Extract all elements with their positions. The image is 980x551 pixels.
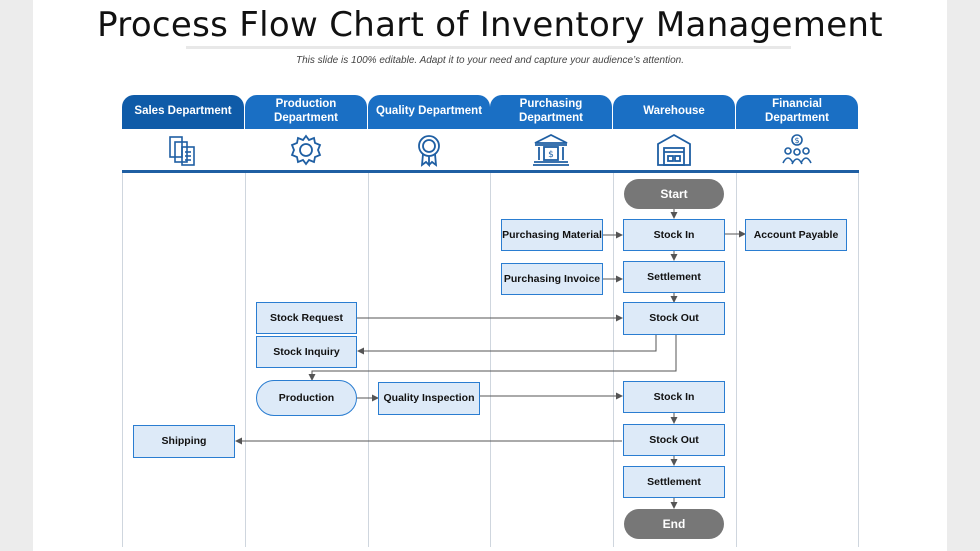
node-settlement: Settlement — [623, 261, 725, 293]
tab-financial-department: Financial Department — [736, 95, 858, 129]
node-stock-out: Stock Out — [623, 302, 725, 335]
node-purchasing-invoice: Purchasing Invoice — [501, 263, 603, 295]
node-purchasing-material: Purchasing Material — [501, 219, 603, 251]
money-team-icon: $ — [736, 130, 858, 170]
lane-divider — [858, 173, 859, 547]
award-badge-icon — [368, 130, 490, 170]
node-stock-in-2: Stock In — [623, 381, 725, 413]
header-divider — [122, 170, 859, 173]
tab-purchasing-department: Purchasing Department — [490, 95, 612, 129]
end-terminal: End — [624, 509, 724, 539]
node-stock-inquiry: Stock Inquiry — [256, 336, 357, 368]
tab-production-department: Production Department — [245, 95, 367, 129]
tab-warehouse: Warehouse — [613, 95, 735, 129]
lane-divider — [490, 173, 491, 547]
start-terminal: Start — [624, 179, 724, 209]
gear-icon — [245, 130, 367, 170]
warehouse-icon — [613, 130, 735, 170]
node-stock-request: Stock Request — [256, 302, 357, 334]
node-production: Production — [256, 380, 357, 416]
node-shipping: Shipping — [133, 425, 235, 458]
node-account-payable: Account Payable — [745, 219, 847, 251]
lane-divider — [368, 173, 369, 547]
lane-divider — [613, 173, 614, 547]
node-settlement-2: Settlement — [623, 466, 725, 498]
title-underline — [186, 46, 791, 49]
tab-sales-department: Sales Department — [122, 95, 244, 129]
svg-text:$: $ — [548, 150, 554, 160]
tab-quality-department: Quality Department — [368, 95, 490, 129]
node-quality-inspection: Quality Inspection — [378, 382, 480, 415]
lane-divider — [736, 173, 737, 547]
node-stock-out-2: Stock Out — [623, 424, 725, 456]
document-stack-icon — [122, 130, 244, 170]
node-stock-in: Stock In — [623, 219, 725, 251]
bank-icon: $ — [490, 130, 612, 170]
lane-divider — [245, 173, 246, 547]
page-title: Process Flow Chart of Inventory Manageme… — [97, 5, 883, 45]
svg-text:$: $ — [794, 136, 799, 145]
lane-divider — [122, 173, 123, 547]
page-subtitle: This slide is 100% editable. Adapt it to… — [295, 55, 685, 66]
